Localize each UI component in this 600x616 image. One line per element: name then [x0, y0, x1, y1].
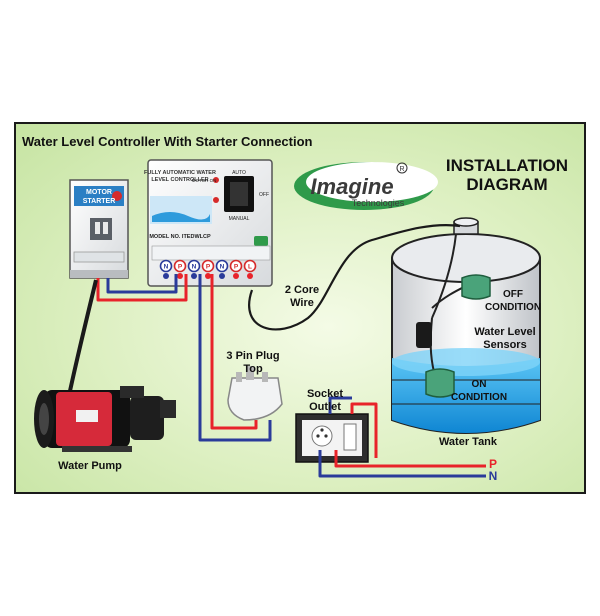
terminal-label: N: [192, 264, 197, 271]
supply-wires: [318, 396, 486, 478]
terminal-post: [163, 273, 169, 279]
on-condition-label: ON CONDITION: [444, 378, 514, 404]
plug-label-line2: Top: [243, 363, 263, 375]
off-condition-line1: OFF: [503, 289, 523, 300]
terminal-circle: [201, 259, 215, 273]
socket-label-line1: Socket: [306, 388, 344, 400]
on-condition-line2: CONDITION: [450, 392, 508, 403]
stop-button-icon: [112, 191, 122, 201]
terminal-post: [191, 273, 197, 279]
neutral-label: N: [488, 469, 498, 483]
brand-name: Imagine: [310, 174, 393, 199]
terminal-label: P: [234, 264, 239, 271]
brand-sub: Technologies: [352, 198, 405, 208]
terminal-post: [219, 273, 225, 279]
starter-wires: [96, 274, 188, 302]
socket-label-line2: Outlet: [309, 401, 341, 413]
controller-header-line1: FULLY AUTOMATIC WATER: [144, 170, 216, 176]
on-float-icon: [425, 368, 455, 398]
terminal-post: [205, 273, 211, 279]
terminal-circle: [159, 259, 173, 273]
plug-wires: [198, 274, 272, 442]
terminal-circle: [173, 259, 187, 273]
socket-label: Socket Outlet: [300, 388, 350, 414]
brand-logo: Imagine Technologies R: [294, 162, 438, 210]
terminal-label: N: [220, 264, 225, 271]
terminal-label: P: [206, 264, 211, 271]
socket-outlet: [295, 413, 369, 463]
controller-header-line2: LEVEL CONTROLLER: [151, 177, 208, 183]
terminal-label: L: [248, 264, 252, 271]
wire-label-line1: 2 Core: [284, 284, 320, 296]
diagram-title: Water Level Controller With Starter Conn…: [22, 134, 313, 149]
sensor-label-line1: Water Level: [474, 326, 536, 338]
installation-heading-line2: DIAGRAM: [466, 175, 548, 194]
motor-on-led-icon: [213, 177, 219, 183]
off-condition-label: OFF CONDITION: [482, 288, 544, 314]
controller-model: MODEL NO. ITEDWLCP: [149, 234, 211, 240]
installation-heading-line1: INSTALLATION: [445, 156, 569, 175]
controller-motor-on-label: MOTOR ON: [192, 178, 217, 183]
installation-heading: INSTALLATION DIAGRAM: [432, 156, 582, 194]
controller-manual-label: MANUAL: [229, 216, 250, 222]
terminal-post: [233, 273, 239, 279]
off-condition-line2: CONDITION: [484, 302, 542, 313]
two-core-wire: [248, 224, 461, 331]
wire-label: 2 Core Wire: [280, 284, 324, 310]
terminal-circle: [243, 259, 257, 273]
three-pin-plug: [227, 366, 283, 421]
terminal-circle: [187, 259, 201, 273]
terminal-circle: [215, 259, 229, 273]
counterweight-icon: [416, 322, 432, 348]
off-float-icon: [461, 274, 491, 300]
terminal-post: [177, 273, 183, 279]
wire-label-line2: Wire: [290, 297, 314, 309]
terminal-circle: [229, 259, 243, 273]
sensor-label-line2: Sensors: [483, 339, 527, 351]
starter-label-line2: STARTER: [83, 198, 116, 205]
controller-auto-label: AUTO: [232, 170, 246, 176]
water-pump: [34, 279, 176, 452]
controller-off-label: OFF: [259, 192, 269, 198]
terminal-label: N: [164, 264, 169, 271]
terminal-label: P: [178, 264, 183, 271]
starter-label-line1: MOTOR: [86, 189, 112, 196]
brand-registered: R: [399, 166, 404, 173]
terminal-post: [247, 273, 253, 279]
sensor-label: Water Level Sensors: [466, 326, 544, 352]
phase-label: P: [488, 457, 497, 471]
tank-label: Water Tank: [438, 436, 498, 448]
level-controller: [147, 159, 273, 287]
plug-label-line1: 3 Pin Plug: [226, 350, 280, 362]
pump-label: Water Pump: [58, 460, 122, 472]
plug-label: 3 Pin Plug Top: [220, 350, 286, 376]
motor-starter: [69, 179, 129, 279]
on-condition-line1: ON: [471, 379, 487, 390]
